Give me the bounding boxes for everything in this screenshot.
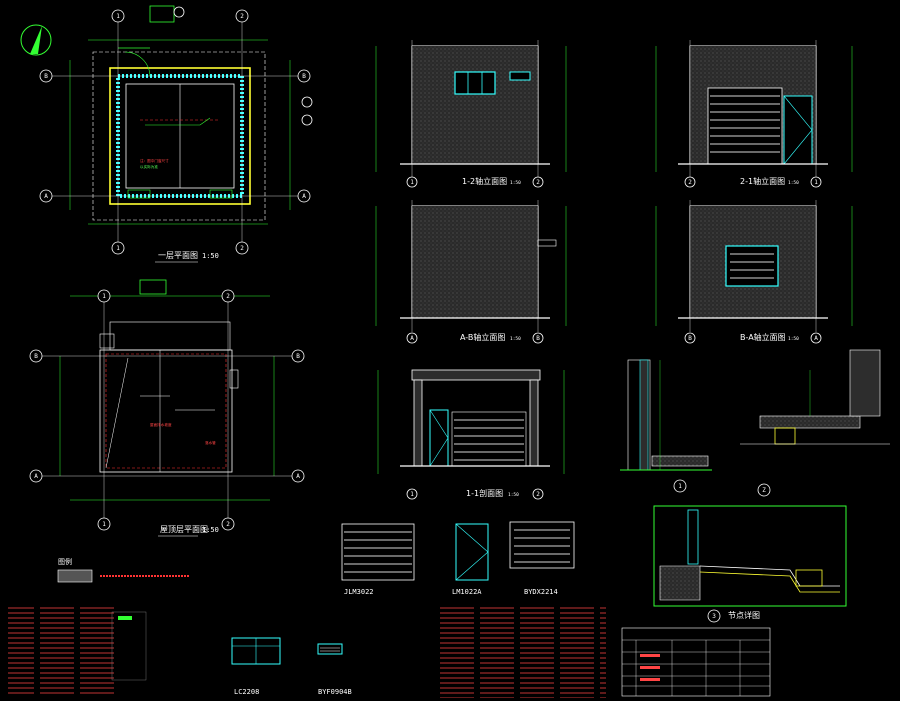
floor-plan-axis-bubbles: 1 2 1 2 B A B A — [39, 9, 311, 255]
section-1-1-view — [377, 369, 565, 474]
axis-a-left: A — [44, 193, 48, 200]
svg-text:1: 1 — [410, 179, 414, 186]
floor-plan-scale: 1:50 — [202, 252, 219, 260]
bydx-label: BYDX2214 — [524, 588, 558, 596]
svg-text:1:50: 1:50 — [202, 526, 219, 534]
detail-3-title: 节点详图 — [728, 610, 760, 620]
legend-block: 图例 — [57, 557, 190, 583]
svg-text:2: 2 — [688, 179, 692, 186]
door-window-schedule-table — [621, 627, 771, 697]
window-byfs-elevation — [317, 643, 343, 655]
byfs-label: BYF0904B — [318, 688, 352, 696]
axis-a-right: A — [302, 193, 306, 200]
roof-plan-axis-bubbles: 1 2 1 2 B A B A — [29, 289, 305, 531]
jlm-label: JLM3022 — [344, 588, 374, 596]
axis-1-bottom: 1 — [116, 245, 120, 252]
door-jlm-elevation — [341, 523, 415, 581]
svg-text:B: B — [688, 335, 692, 342]
svg-text:A: A — [296, 473, 300, 480]
svg-text:屋面排水坡度: 屋面排水坡度 — [150, 422, 172, 427]
svg-text:1: 1 — [102, 521, 106, 528]
north-arrow-icon — [20, 24, 52, 56]
detail-2-bubble: Z — [762, 487, 766, 494]
svg-text:2: 2 — [226, 521, 230, 528]
svg-text:1: 1 — [814, 179, 818, 186]
floor-plan-view: 注：图中门窗尺寸 以实际为准 — [50, 5, 313, 242]
elevation-b-a-view — [655, 200, 853, 332]
detail-1-view — [620, 359, 712, 471]
svg-text:2: 2 — [536, 491, 540, 498]
floor-plan-title: 一层平面图 — [158, 251, 198, 260]
svg-text:注：图中门窗尺寸: 注：图中门窗尺寸 — [140, 158, 169, 163]
roof-plan-title: 屋顶层平面图 — [160, 525, 208, 534]
svg-text:1:50: 1:50 — [788, 336, 799, 342]
svg-text:B: B — [536, 335, 540, 342]
svg-text:2: 2 — [226, 293, 230, 300]
elevation-1-2-view — [375, 40, 567, 178]
svg-text:2: 2 — [536, 179, 540, 186]
svg-text:1:50: 1:50 — [510, 336, 521, 342]
svg-text:1: 1 — [410, 491, 414, 498]
axis-2-bottom: 2 — [240, 245, 244, 252]
svg-text:B: B — [34, 353, 38, 360]
svg-text:1: 1 — [102, 293, 106, 300]
door-m1-elevation — [455, 523, 489, 581]
svg-text:A: A — [34, 473, 38, 480]
svg-text:B: B — [296, 353, 300, 360]
detail-3-view — [653, 505, 847, 607]
svg-text:以实际为准: 以实际为准 — [140, 164, 158, 169]
svg-text:A: A — [814, 335, 818, 342]
axis-b-right: B — [302, 73, 306, 80]
m1-label: LM1022A — [452, 588, 482, 596]
svg-text:1:50: 1:50 — [510, 180, 521, 186]
general-notes-left — [8, 606, 147, 694]
detail-1-bubble: 1 — [678, 483, 682, 490]
svg-text:A: A — [410, 335, 414, 342]
elevation-a-b-title: A-B轴立面图 — [460, 332, 505, 342]
elevation-2-1-title: 2-1轴立面图 — [740, 176, 785, 186]
general-notes-center — [436, 604, 606, 698]
lc-label: LC2208 — [234, 688, 259, 696]
window-lc-elevation — [231, 637, 281, 665]
detail-2-view — [740, 349, 890, 445]
elevation-a-b-view — [375, 200, 567, 332]
elevation-b-a-title: B-A轴立面图 — [740, 332, 786, 342]
elevation-2-1-view — [655, 40, 853, 178]
axis-1-top: 1 — [116, 13, 120, 20]
legend-title: 图例 — [58, 557, 72, 566]
window-bydx-elevation — [509, 521, 575, 569]
axis-2-top: 2 — [240, 13, 244, 20]
svg-text:落水管: 落水管 — [205, 440, 216, 445]
svg-text:1:50: 1:50 — [508, 492, 519, 498]
detail-3-bubble: 3 — [712, 613, 716, 620]
svg-text:1:50: 1:50 — [788, 180, 799, 186]
section-1-1-title: 1-1剖面图 — [466, 488, 503, 498]
axis-b-left: B — [44, 73, 48, 80]
elevation-1-2-title: 1-2轴立面图 — [462, 176, 507, 186]
